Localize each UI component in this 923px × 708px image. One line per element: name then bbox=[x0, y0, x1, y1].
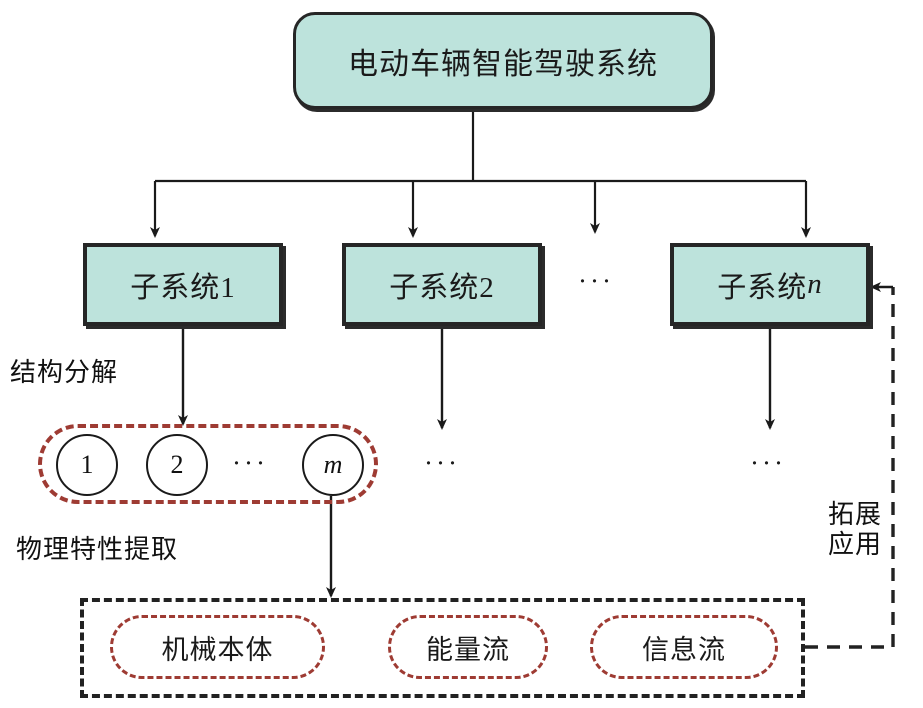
subsystem-n-label-suffix: n bbox=[807, 268, 823, 300]
subsystem-row-ellipsis: ··· bbox=[578, 266, 614, 296]
annotation-physical-extraction: 物理特性提取 bbox=[16, 535, 179, 564]
component-circle-m-label: m bbox=[323, 450, 343, 479]
subsystem-node-1[interactable]: 子系统1 bbox=[83, 243, 283, 326]
physical-feature-mechanical-body[interactable]: 机械本体 bbox=[110, 615, 325, 679]
physical-features-container bbox=[80, 598, 805, 698]
subsystem-node-2[interactable]: 子系统2 bbox=[342, 243, 542, 326]
component-circle-m[interactable]: m bbox=[302, 434, 364, 496]
feedback-dashed-path bbox=[805, 287, 895, 649]
subsystem-2-branch-ellipsis: ··· bbox=[424, 448, 460, 478]
physical-feature-energy-flow-label: 能量流 bbox=[426, 634, 510, 665]
physical-feature-energy-flow[interactable]: 能量流 bbox=[388, 615, 548, 679]
physical-feature-mechanical-body-label: 机械本体 bbox=[161, 634, 274, 665]
annotation-extended-application: 拓展 应用 bbox=[828, 500, 883, 559]
physical-feature-information-flow[interactable]: 信息流 bbox=[590, 615, 778, 679]
component-circle-2-label: 2 bbox=[170, 450, 184, 479]
subsystem-n-branch-ellipsis: ··· bbox=[750, 448, 786, 478]
annotation-structure-decomposition: 结构分解 bbox=[10, 358, 119, 387]
component-circle-1[interactable]: 1 bbox=[56, 434, 118, 496]
component-group-container bbox=[38, 424, 378, 504]
physical-feature-information-flow-label: 信息流 bbox=[642, 634, 726, 665]
subsystem-n-label-prefix: 子系统 bbox=[717, 271, 808, 304]
subsystem-1-label: 子系统1 bbox=[130, 271, 236, 304]
component-row-ellipsis: ··· bbox=[232, 448, 268, 478]
root-node-label: 电动车辆智能驾驶系统 bbox=[348, 47, 658, 81]
subsystem-2-label: 子系统2 bbox=[389, 271, 495, 304]
root-node-intelligent-driving-system[interactable]: 电动车辆智能驾驶系统 bbox=[293, 12, 713, 109]
component-circle-1-label: 1 bbox=[80, 450, 94, 479]
component-circle-2[interactable]: 2 bbox=[146, 434, 208, 496]
